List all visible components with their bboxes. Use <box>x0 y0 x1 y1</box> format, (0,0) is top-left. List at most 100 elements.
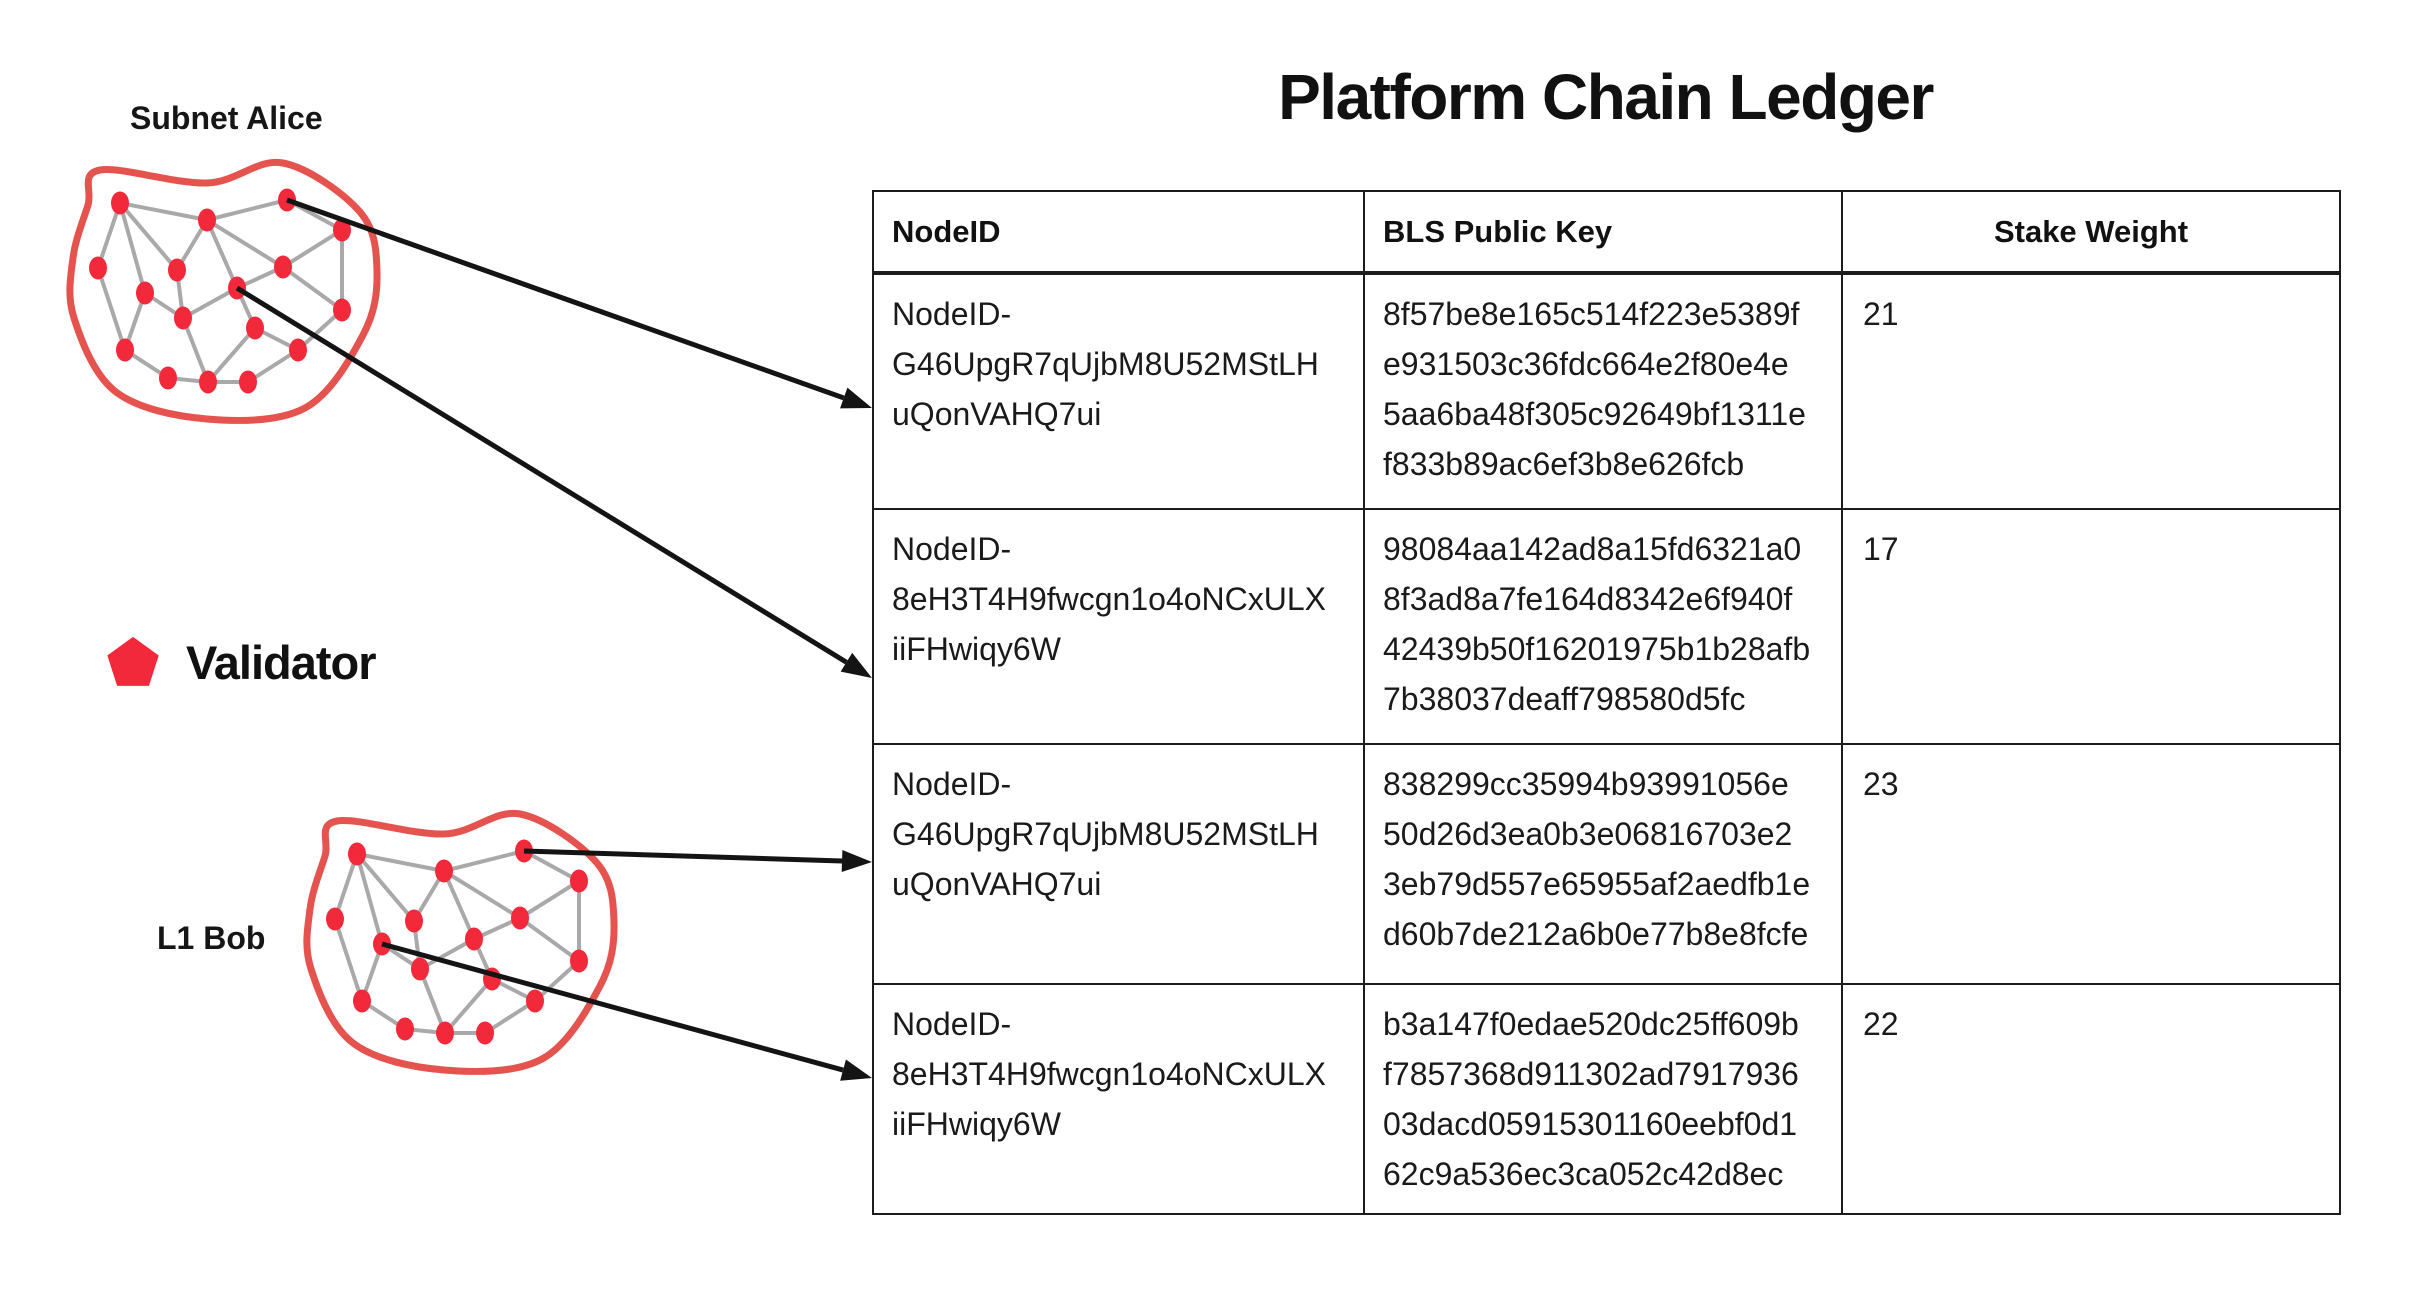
validator-node <box>570 869 588 893</box>
validator-node <box>174 306 192 330</box>
validator-node <box>274 255 292 279</box>
validator-node <box>405 909 423 933</box>
column-header-nodeid: NodeID <box>872 190 1365 275</box>
validator-legend: Validator <box>106 634 377 690</box>
peer-edge <box>356 852 445 873</box>
subnet-bob-label: L1 Bob <box>157 920 266 956</box>
column-header-bls-public-key: BLS Public Key <box>1363 190 1843 275</box>
validator-node <box>168 258 186 282</box>
validator-node <box>289 338 307 362</box>
validator-node <box>116 338 134 362</box>
ledger-arrow-line <box>286 197 845 401</box>
peer-edge <box>206 198 288 222</box>
ledger-arrow <box>235 285 872 678</box>
peer-edge <box>333 918 364 1002</box>
validator-node <box>526 989 544 1013</box>
stake-weight-cell: 21 <box>1841 272 2341 510</box>
stake-weight-cell: 22 <box>1841 983 2341 1215</box>
peer-edge <box>523 849 580 883</box>
peer-edge <box>118 202 147 294</box>
ledger-arrow <box>381 941 872 1081</box>
ledger-arrow <box>523 848 872 873</box>
validator-node <box>246 316 264 340</box>
peer-edge <box>182 286 238 320</box>
peer-edge <box>443 977 494 1035</box>
nodeid-cell: NodeID- 8eH3T4H9fwcgn1o4oNCxULX iiFHwiqy… <box>872 508 1365 745</box>
ledger-arrow-line <box>523 848 843 864</box>
table-row: NodeID- 8eH3T4H9fwcgn1o4oNCxULX iiFHwiqy… <box>872 508 2341 745</box>
ledger-arrow-head <box>840 387 872 409</box>
validator-pentagon-icon <box>107 636 159 686</box>
stake-weight-cell: 17 <box>1841 508 2341 745</box>
ledger-arrow-head <box>840 652 872 678</box>
table-row: NodeID- G46UpgR7qUjbM8U52MStLH uQonVAHQ7… <box>872 272 2341 510</box>
validator-node <box>89 256 107 280</box>
peer-edge <box>418 968 447 1034</box>
peer-edge <box>205 218 285 269</box>
validator-node <box>570 949 588 973</box>
stake-weight-cell: 23 <box>1841 743 2341 985</box>
peer-edge <box>355 853 384 945</box>
nodeid-cell: NodeID- G46UpgR7qUjbM8U52MStLH uQonVAHQ7… <box>872 743 1365 985</box>
nodeid-cell: NodeID- G46UpgR7qUjbM8U52MStLH uQonVAHQ7… <box>872 272 1365 510</box>
ledger-arrow-head <box>841 850 872 873</box>
peer-edge <box>442 870 476 940</box>
validator-node <box>333 298 351 322</box>
validator-node <box>511 906 529 930</box>
bls-public-key-cell: b3a147f0edae520dc25ff609b f7857368d91130… <box>1363 983 1843 1215</box>
validator-node <box>199 370 217 394</box>
column-header-stake-weight: Stake Weight <box>1841 190 2341 275</box>
validator-node <box>326 907 344 931</box>
table-row: NodeID- G46UpgR7qUjbM8U52MStLH uQonVAHQ7… <box>872 743 2341 985</box>
ledger-arrow <box>286 197 872 409</box>
table-header-row: NodeID BLS Public Key Stake Weight <box>872 190 2341 275</box>
validator-node <box>159 366 177 390</box>
subnet-alice-graph <box>66 158 381 424</box>
validator-node <box>436 1021 454 1045</box>
ledger-arrow-line <box>235 285 848 665</box>
peer-edge <box>518 879 581 920</box>
validator-node <box>476 1021 494 1045</box>
peer-edge <box>281 228 344 269</box>
peer-edge <box>206 326 257 384</box>
bls-public-key-cell: 98084aa142ad8a15fd6321a0 8f3ad8a7fe164d8… <box>1363 508 1843 745</box>
peer-edge <box>355 852 416 923</box>
subnet-alice-label: Subnet Alice <box>130 100 323 136</box>
validator-node <box>411 957 429 981</box>
peer-edge <box>119 201 208 222</box>
validator-node <box>111 191 129 215</box>
peer-edge <box>96 202 122 269</box>
nodeid-cell: NodeID- 8eH3T4H9fwcgn1o4oNCxULX iiFHwiqy… <box>872 983 1365 1215</box>
ledger-arrow-head <box>840 1059 872 1081</box>
peer-edge <box>419 937 475 971</box>
validator-node <box>198 208 216 232</box>
validator-node <box>348 842 366 866</box>
platform-chain-ledger-table: NodeID BLS Public Key Stake Weight NodeI… <box>872 190 2341 1215</box>
validator-node <box>136 281 154 305</box>
peer-edge <box>442 869 522 920</box>
page-title: Platform Chain Ledger <box>1278 61 1934 133</box>
peer-edge <box>333 853 359 920</box>
peer-edge <box>205 219 239 289</box>
peer-edge <box>118 201 179 272</box>
peer-edge <box>96 267 127 351</box>
validator-legend-label: Validator <box>186 635 377 689</box>
validator-node <box>333 218 351 242</box>
peer-edge <box>181 317 210 383</box>
subnet-alice-boundary <box>66 158 381 424</box>
peer-edge <box>443 849 525 873</box>
validator-node <box>239 370 257 394</box>
peer-edge <box>281 265 344 312</box>
subnet-bob-boundary <box>303 809 618 1075</box>
validator-node <box>465 927 483 951</box>
peer-edge <box>483 999 537 1035</box>
ledger-arrow-line <box>381 941 844 1073</box>
validator-node <box>353 989 371 1013</box>
peer-edge <box>518 916 581 963</box>
peer-edge <box>246 348 300 384</box>
validator-node <box>435 859 453 883</box>
bls-public-key-cell: 838299cc35994b93991056e 50d26d3ea0b3e068… <box>1363 743 1843 985</box>
validator-node <box>396 1017 414 1041</box>
bls-public-key-cell: 8f57be8e165c514f223e5389f e931503c36fdc6… <box>1363 272 1843 510</box>
